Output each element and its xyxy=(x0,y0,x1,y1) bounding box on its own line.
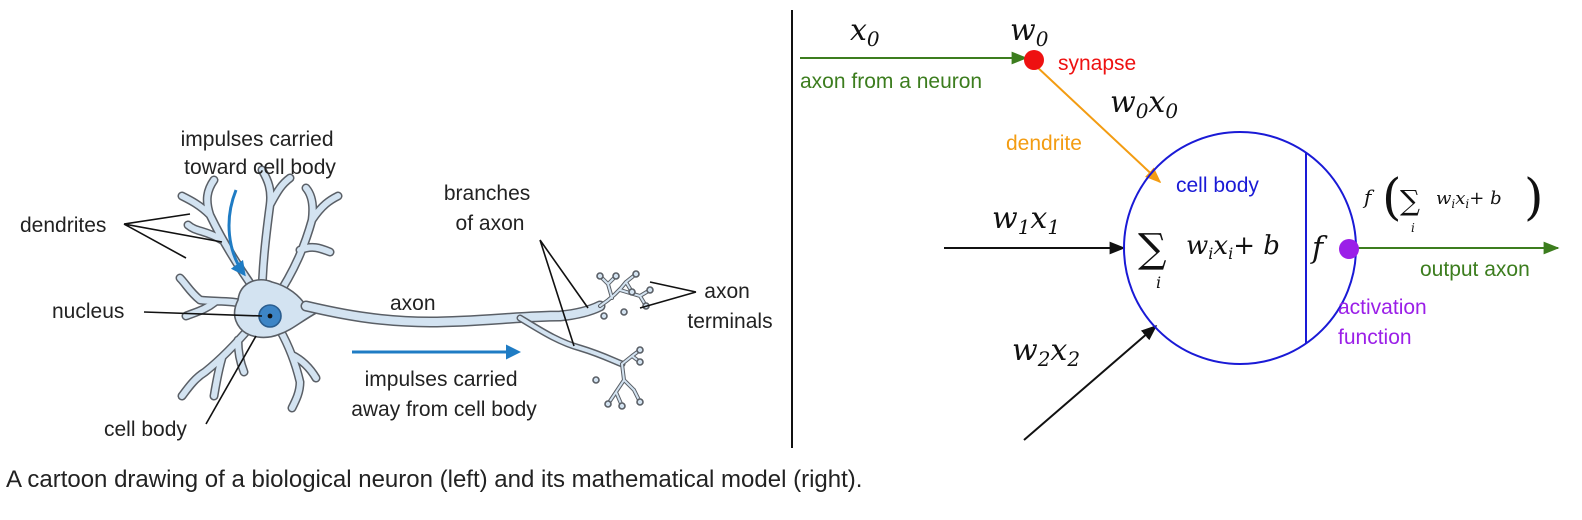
sigma-symbol: ∑ xyxy=(1138,226,1167,272)
synapse-label: synapse xyxy=(1058,52,1136,75)
w0-label: w0 xyxy=(1010,13,1049,51)
impulses-away-line-2: away from cell body xyxy=(351,398,537,421)
activation-line-1: activation xyxy=(1338,296,1427,319)
x0-label: x0 xyxy=(850,13,880,51)
w0x0-label: w0x0 xyxy=(1110,85,1178,123)
axon-terminals-line-2: terminals xyxy=(687,310,772,333)
cell-body-model-label: cell body xyxy=(1176,174,1259,197)
axon-terminals-label: axon terminals xyxy=(687,280,772,333)
impulses-away-label: impulses carried away from cell body xyxy=(351,368,537,421)
neuron-drawing xyxy=(175,165,654,413)
nucleus-label: nucleus xyxy=(52,300,124,323)
axon-label: axon xyxy=(390,292,436,315)
activation-line-2: function xyxy=(1338,326,1412,349)
synapse-dot xyxy=(1024,50,1044,70)
dendrite-label: dendrite xyxy=(1006,132,1082,155)
axon-terminals-line-1: axon xyxy=(704,280,750,303)
summation-expression: ∑ i wixi+ b f xyxy=(1138,226,1328,292)
output-close-paren: ) xyxy=(1524,168,1544,226)
w2x2-label: w2x2 xyxy=(1012,333,1080,371)
impulses-toward-line-2: toward cell body xyxy=(184,156,336,179)
sum-terms: wixi+ b xyxy=(1186,231,1280,263)
activation-dot xyxy=(1339,239,1359,259)
impulses-away-line-1: impulses carried xyxy=(365,368,518,391)
leader-lines xyxy=(123,213,697,425)
output-sigma-sub: i xyxy=(1411,221,1415,235)
impulses-toward-line-1: impulses carried xyxy=(181,128,334,151)
output-open-paren: ( xyxy=(1382,168,1402,226)
axon-from-neuron-label: axon from a neuron xyxy=(800,70,982,93)
activation-function-label: activation function xyxy=(1338,296,1433,349)
branches-label: branches of axon xyxy=(444,182,536,235)
activation-f: f xyxy=(1310,231,1328,266)
figure-caption: A cartoon drawing of a biological neuron… xyxy=(6,466,863,493)
input-2-line xyxy=(1023,324,1158,441)
w1x1-label: w1x1 xyxy=(992,201,1060,239)
sigma-subscript: i xyxy=(1156,273,1161,292)
impulse-toward-arrow xyxy=(227,189,246,277)
output-axon-label: output axon xyxy=(1420,258,1530,281)
impulses-toward-label: impulses carried toward cell body xyxy=(181,128,340,179)
dendrite-line xyxy=(1035,65,1162,184)
cell-body-label: cell body xyxy=(104,418,187,441)
output-terms: wixi+ b xyxy=(1436,188,1502,211)
output-sigma: ∑ xyxy=(1400,184,1420,217)
mathematical-model: x0 w0 w0x0 w1x1 w2x2 ∑ i wixi+ b f f ( ∑ xyxy=(800,13,1560,441)
output-formula: f ( ∑ i wixi+ b ) xyxy=(1362,168,1544,235)
branches-line-1: branches xyxy=(444,182,530,205)
branches-line-2: of axon xyxy=(456,212,525,235)
output-f: f xyxy=(1362,185,1375,209)
dendrites-label: dendrites xyxy=(20,214,106,237)
biological-neuron: impulses carried toward cell body dendri… xyxy=(20,128,773,441)
neuron-figure: impulses carried toward cell body dendri… xyxy=(20,10,1560,448)
